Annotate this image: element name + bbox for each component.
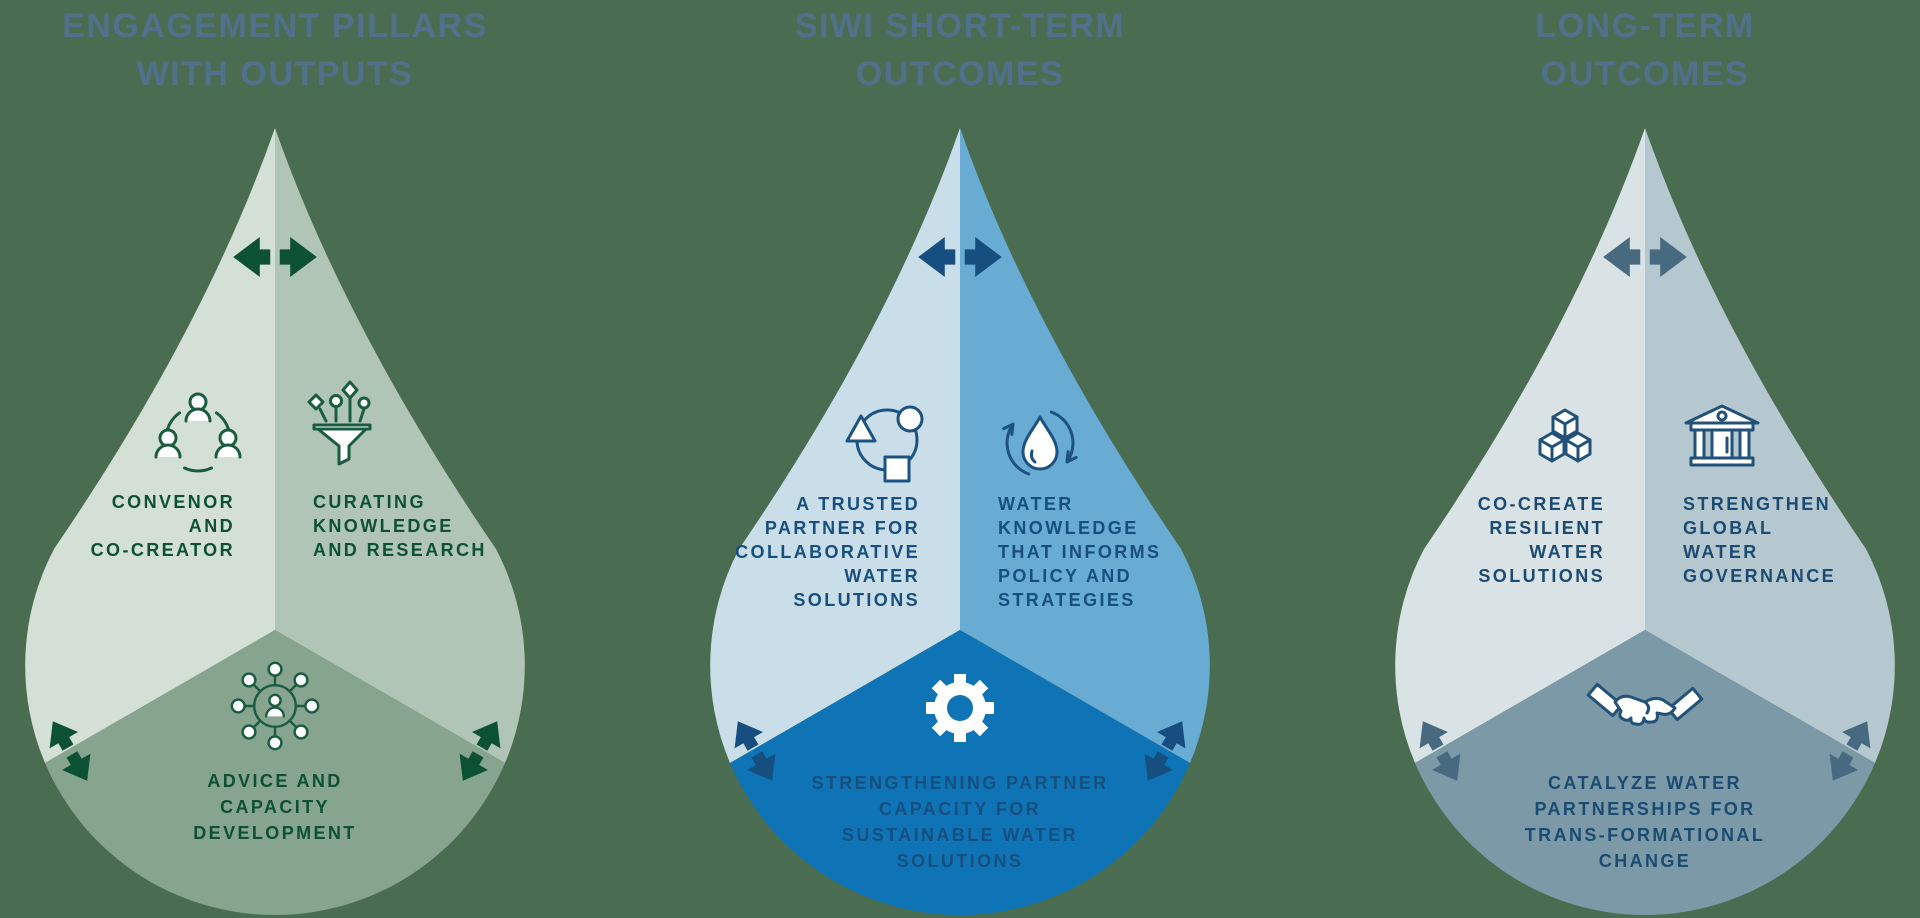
section-label: CONVENOR AND CO-CREATOR: [90, 492, 235, 560]
droplet-short-term: [710, 128, 1210, 916]
person-hub-icon: [230, 661, 320, 751]
drop-section-bottom: [730, 630, 1190, 916]
section-label: CATALYZE WATER PARTNERSHIPS FOR TRANS-FO…: [1524, 773, 1766, 871]
diagonal-double-arrow-icon: [1144, 721, 1186, 781]
drop-section-right: [960, 128, 1210, 763]
section-label: ADVICE AND CAPACITY DEVELOPMENT: [193, 771, 357, 843]
horizontal-double-arrow-icon: [918, 237, 1002, 277]
horizontal-double-arrow-icon: [233, 237, 317, 277]
diagonal-double-arrow-icon: [1829, 721, 1871, 781]
horizontal-double-arrow-icon: [1603, 237, 1687, 277]
drop-section-left: [1395, 128, 1645, 763]
water-cycle-icon: [1002, 410, 1078, 476]
section-label: STRENGTHEN GLOBAL WATER GOVERNANCE: [1683, 494, 1837, 586]
drop-section-bottom: [45, 630, 505, 916]
cubes-icon: [1538, 408, 1592, 463]
drop-section-bottom: [1415, 630, 1875, 916]
droplet-engagement: [25, 128, 525, 916]
diagonal-double-arrow-icon: [1419, 721, 1461, 781]
drop-section-right: [275, 128, 525, 763]
funnel-icon: [307, 380, 372, 466]
gear-icon: [926, 674, 994, 742]
section-label: A TRUSTED PARTNER FOR COLLABORATIVE WATE…: [735, 494, 920, 610]
drop-section-right: [1645, 128, 1895, 763]
handshake-icon: [1586, 682, 1704, 726]
column-header: LONG-TERM OUTCOMES: [1535, 7, 1755, 93]
shapes-ring-icon: [845, 405, 924, 483]
section-label: CURATING KNOWLEDGE AND RESEARCH: [313, 492, 487, 560]
section-label: STRENGTHENING PARTNER CAPACITY FOR SUSTA…: [811, 773, 1109, 871]
drop-section-left: [25, 128, 276, 763]
section-label: WATER KNOWLEDGE THAT INFORMS POLICY AND …: [998, 494, 1162, 610]
people-network-icon: [154, 392, 242, 473]
diagonal-double-arrow-icon: [459, 721, 501, 781]
droplet-long-term: [1395, 128, 1895, 916]
column-header: SIWI SHORT-TERM OUTCOMES: [794, 7, 1126, 93]
column-header: ENGAGEMENT PILLARS WITH OUTPUTS: [62, 7, 488, 93]
diagonal-double-arrow-icon: [734, 721, 776, 781]
drop-section-left: [710, 128, 960, 763]
diagonal-double-arrow-icon: [49, 721, 91, 781]
section-label: CO-CREATE RESILIENT WATER SOLUTIONS: [1477, 494, 1605, 586]
bank-icon: [1684, 404, 1760, 467]
